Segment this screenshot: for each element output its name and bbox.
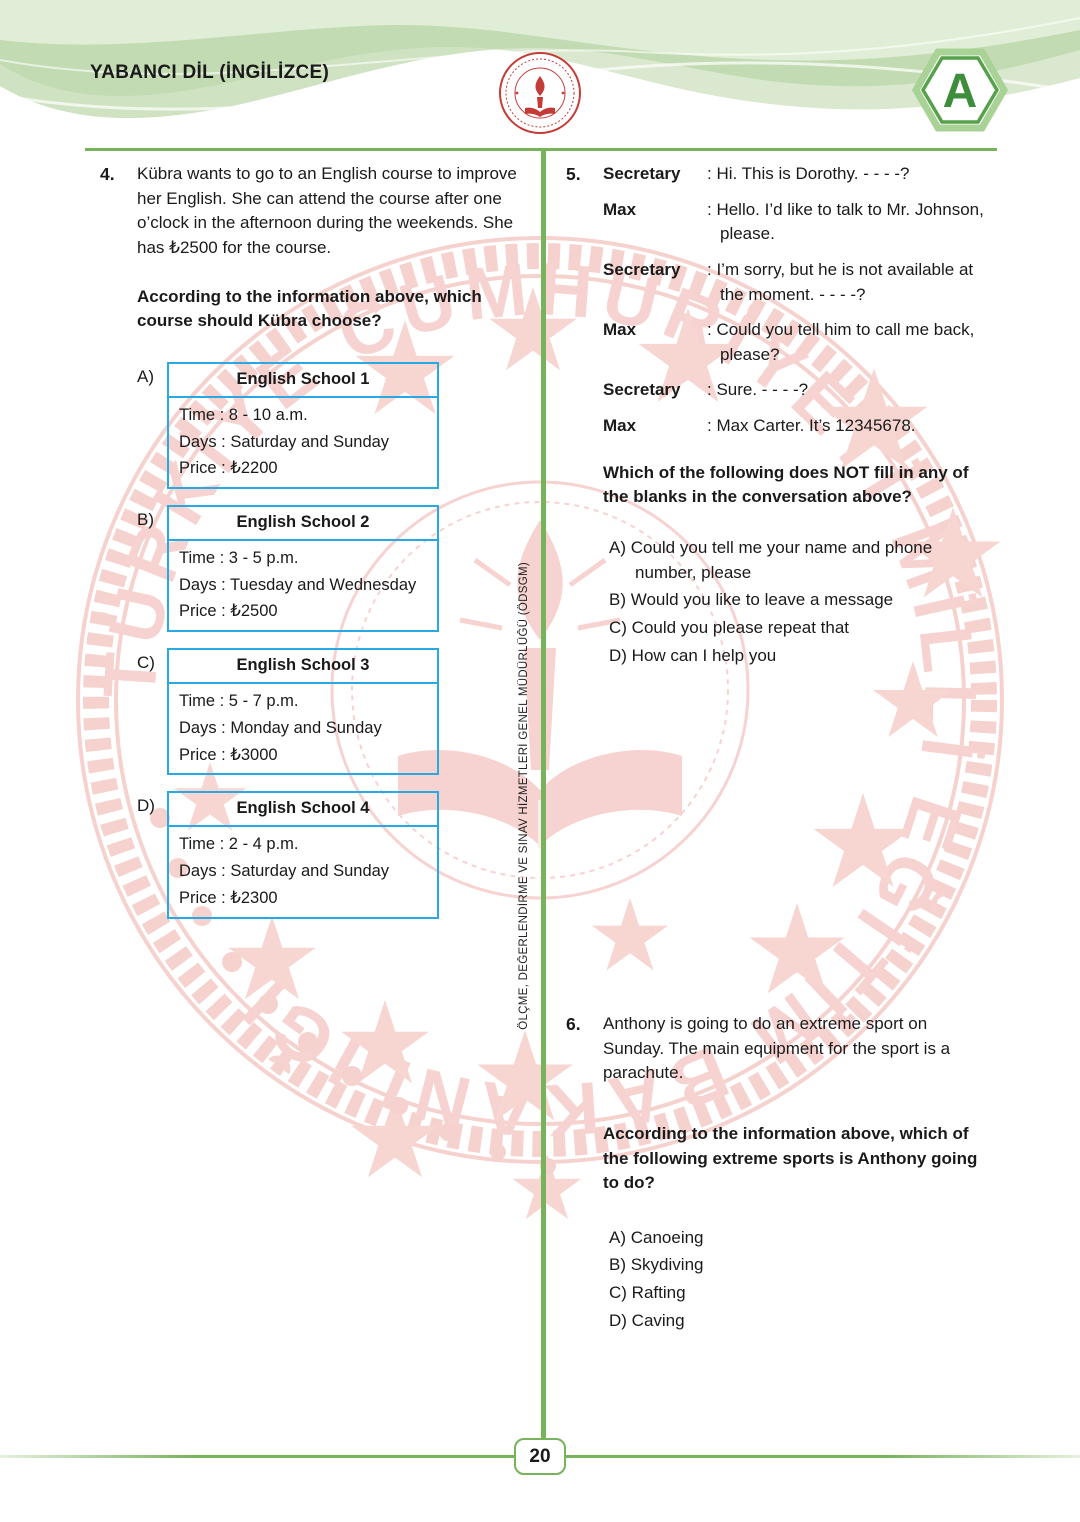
- question-4-prompt: According to the information above, whic…: [137, 286, 482, 331]
- school-time: Time : 2 - 4 p.m.: [179, 835, 299, 854]
- option-a-label: A): [137, 366, 154, 386]
- school-time: Time : 3 - 5 p.m.: [179, 548, 299, 567]
- school-name: English School 3: [169, 650, 437, 685]
- option-c: C) English School 3 Time : 5 - 7 p.m. Da…: [137, 648, 548, 776]
- answer-option-c: C) Rafting: [609, 1283, 686, 1303]
- question-5-prompt: Which of the following does NOT fill in …: [603, 462, 969, 507]
- school-name: English School 1: [169, 364, 437, 398]
- answer-option-d: D) Caving: [609, 1310, 685, 1330]
- speaker-name: Secretary: [603, 380, 681, 400]
- answer-option-d: D) How can I help you: [609, 645, 777, 665]
- question-4: 4. Kübra wants to go to an English cours…: [100, 162, 548, 935]
- option-b: B) English School 2 Time : 3 - 5 p.m. Da…: [137, 505, 548, 633]
- answer-option-a: A) Canoeing: [609, 1227, 704, 1247]
- question-6-options: A) Canoeing B) Skydiving C) Rafting D) C…: [609, 1226, 998, 1334]
- school-time: Time : 8 - 10 a.m.: [179, 405, 308, 424]
- school-price: Price : ₺3000: [179, 745, 278, 764]
- dialogue-row: Secretary : I’m sorry, but he is not ava…: [603, 258, 998, 307]
- school-price: Price : ₺2200: [179, 459, 278, 478]
- subject-title: YABANCI DİL (İNGİLİZCE): [90, 62, 330, 83]
- question-4-number: 4.: [100, 164, 115, 184]
- header-rule: [85, 148, 997, 151]
- page-number: 20: [514, 1438, 566, 1475]
- question-5-options: A) Could you tell me your name and phone…: [609, 536, 969, 668]
- speaker-line: : Max Carter. It’s 12345678.: [707, 416, 916, 436]
- answer-option-a: A) Could you tell me your name and phone…: [609, 538, 933, 582]
- school-price: Price : ₺2300: [179, 888, 278, 907]
- speaker-name: Secretary: [603, 259, 681, 279]
- dialogue-row: Secretary : Sure. - - - -?: [603, 378, 998, 403]
- speaker-name: Secretary: [603, 164, 681, 183]
- answer-option-c: C) Could you please repeat that: [609, 617, 850, 637]
- question-5-dialogue: Secretary : Hi. This is Dorothy. - - - -…: [603, 162, 998, 439]
- school-name: English School 4: [169, 793, 437, 828]
- question-6: 6. Anthony is going to do an extreme spo…: [566, 1012, 998, 1336]
- question-5-number: 5.: [566, 164, 581, 184]
- speaker-line: : Hi. This is Dorothy. - - - -?: [707, 164, 910, 183]
- dialogue-row: Secretary : Hi. This is Dorothy. - - - -…: [603, 162, 998, 187]
- option-b-label: B): [137, 510, 154, 530]
- question-6-stem: Anthony is going to do an extreme sport …: [603, 1014, 951, 1083]
- option-c-label: C): [137, 653, 155, 673]
- question-6-prompt: According to the information above, whic…: [603, 1123, 978, 1193]
- speaker-line: : Could you tell him to call me back, pl…: [707, 320, 975, 364]
- option-a: A) English School 1 Time : 8 - 10 a.m. D…: [137, 361, 548, 490]
- speaker-line: : Hello. I’d like to talk to Mr. Johnson…: [707, 199, 984, 244]
- school-days: Days : Monday and Sunday: [179, 718, 382, 737]
- meb-seal-icon: [499, 52, 581, 134]
- school-card-2: English School 2 Time : 3 - 5 p.m. Days …: [167, 505, 439, 633]
- speaker-name: Max: [603, 320, 637, 340]
- school-days: Days : Saturday and Sunday: [179, 432, 390, 451]
- option-d: D) English School 4 Time : 2 - 4 p.m. Da…: [137, 791, 548, 919]
- question-5: 5. Secretary : Hi. This is Dorothy. - - …: [566, 162, 998, 671]
- school-card-4: English School 4 Time : 2 - 4 p.m. Days …: [167, 791, 439, 919]
- school-days: Days : Saturday and Sunday: [179, 862, 390, 881]
- option-d-label: D): [137, 796, 155, 816]
- school-card-1: English School 1 Time : 8 - 10 a.m. Days…: [167, 361, 439, 490]
- school-name: English School 2: [169, 507, 437, 541]
- speaker-line: : Sure. - - - -?: [707, 380, 809, 400]
- booklet-badge: A: [911, 48, 1009, 132]
- school-price: Price : ₺2500: [179, 602, 278, 621]
- question-6-number: 6.: [566, 1014, 581, 1034]
- booklet-letter: A: [943, 65, 978, 118]
- dialogue-row: Max : Max Carter. It’s 12345678.: [603, 414, 998, 439]
- question-4-options: A) English School 1 Time : 8 - 10 a.m. D…: [137, 361, 548, 919]
- speaker-name: Max: [603, 199, 637, 219]
- school-time: Time : 5 - 7 p.m.: [179, 692, 299, 711]
- school-days: Days : Tuesday and Wednesday: [179, 575, 417, 594]
- speaker-line: : I’m sorry, but he is not available at …: [707, 259, 974, 304]
- question-4-stem: Kübra wants to go to an English course t…: [137, 164, 517, 257]
- dialogue-row: Max : Hello. I’d like to talk to Mr. Joh…: [603, 198, 998, 247]
- answer-option-b: B) Would you like to leave a message: [609, 590, 894, 610]
- school-card-3: English School 3 Time : 5 - 7 p.m. Days …: [167, 648, 439, 776]
- answer-option-b: B) Skydiving: [609, 1255, 704, 1275]
- dialogue-row: Max : Could you tell him to call me back…: [603, 318, 998, 367]
- speaker-name: Max: [603, 416, 637, 436]
